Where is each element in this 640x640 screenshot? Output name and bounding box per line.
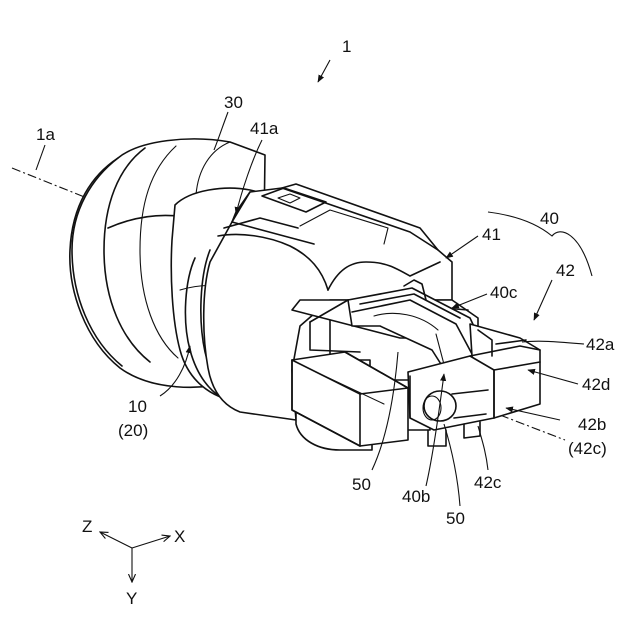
- label-42a: 42a: [586, 335, 615, 354]
- label-30: 30: [224, 93, 243, 112]
- label-1: 1: [342, 37, 351, 56]
- label-40c: 40c: [490, 283, 518, 302]
- label-40b: 40b: [402, 487, 430, 506]
- label-42b: 42b: [578, 415, 606, 434]
- label-41a: 41a: [250, 119, 279, 138]
- label-10: 10: [128, 397, 147, 416]
- label-41: 41: [482, 225, 501, 244]
- axis-z-label: Z: [82, 517, 92, 536]
- label-20-paren: (20): [118, 421, 148, 440]
- label-1a: 1a: [36, 125, 55, 144]
- label-50-bottom: 50: [446, 509, 465, 528]
- label-40: 40: [540, 209, 559, 228]
- coordinate-axes: Z X Y: [82, 517, 185, 608]
- label-42c-paren: (42c): [568, 439, 607, 458]
- label-42c: 42c: [474, 473, 502, 492]
- label-50-left: 50: [352, 475, 371, 494]
- axis-y-label: Y: [126, 589, 137, 608]
- label-42d: 42d: [582, 375, 610, 394]
- label-42: 42: [556, 261, 575, 280]
- axis-x-label: X: [174, 527, 185, 546]
